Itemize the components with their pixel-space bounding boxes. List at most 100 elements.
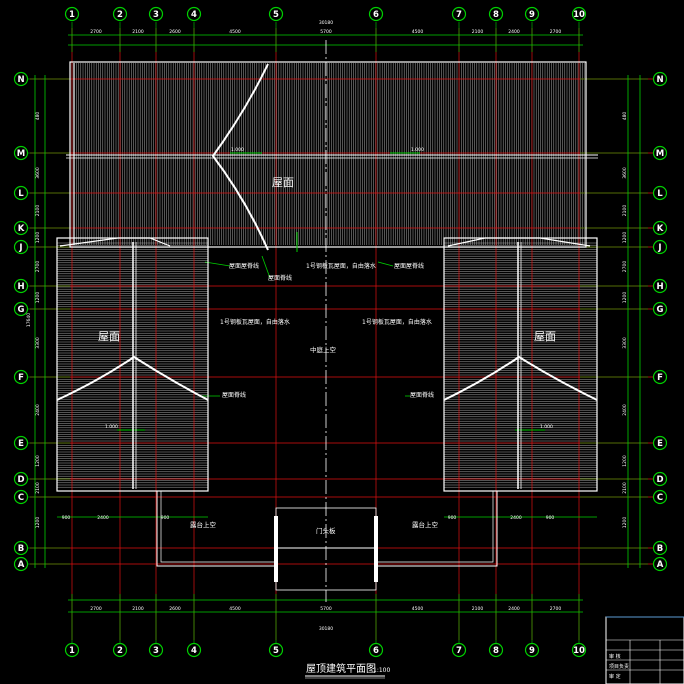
axis-bubble-right-B: B <box>652 540 668 556</box>
axis-bubble-bottom-9: 9 <box>524 642 540 658</box>
axis-bubble-top-5: 5 <box>268 6 284 22</box>
dim-bottom-0: 2700 <box>90 606 102 612</box>
entrance-post-right <box>374 516 378 582</box>
dim-bottom-total: 30180 <box>319 626 333 632</box>
balcony-left-inner <box>160 491 276 563</box>
svg-text:D: D <box>656 475 663 485</box>
green-dimension-lines <box>28 22 648 650</box>
dim-top-2: 2600 <box>169 29 181 35</box>
svg-text:E: E <box>18 439 24 449</box>
title-block-row-2: 项目负责 <box>609 663 629 670</box>
axis-bubble-right-A: A <box>652 556 668 572</box>
dim-top-5: 4500 <box>412 29 424 35</box>
svg-text:L: L <box>657 189 663 199</box>
axis-bubble-top-9: 9 <box>524 6 540 22</box>
axis-bubble-top-1: 1 <box>64 6 80 22</box>
svg-text:B: B <box>657 544 663 554</box>
leader-line-0 <box>204 261 231 267</box>
svg-text:C: C <box>18 493 24 503</box>
axis-bubble-top-2: 2 <box>112 6 128 22</box>
dim-left-9: 2100 <box>35 482 41 494</box>
axis-bubble-left-H: H <box>13 278 29 294</box>
axis-bubble-bottom-10: 10 <box>571 642 587 658</box>
svg-text:M: M <box>17 149 25 159</box>
axis-bubble-top-6: 6 <box>368 6 384 22</box>
svg-text:F: F <box>657 373 663 383</box>
svg-text:6: 6 <box>373 10 379 20</box>
svg-text:4: 4 <box>191 10 197 20</box>
entrance-label: 门头板 <box>316 526 336 535</box>
axis-bubble-right-N: N <box>652 71 668 87</box>
dim-bottom-7: 2400 <box>508 606 520 612</box>
axis-bubble-right-M: M <box>652 145 668 161</box>
balcony-left-label: 露台上空 <box>190 520 217 529</box>
dim-bottom-2: 2600 <box>169 606 181 612</box>
entrance-post-left <box>274 516 278 582</box>
axis-bubble-left-E: E <box>13 435 29 451</box>
svg-text:5: 5 <box>273 646 279 656</box>
axis-bubble-bottom-2: 2 <box>112 642 128 658</box>
valley-curve <box>211 63 269 251</box>
tile-note-right: 1号钢板瓦屋面，自由落水 <box>362 318 432 326</box>
tile-note-center: 1号钢板瓦屋面，自由落水 <box>306 262 376 270</box>
dim-balcony-right-2: 900 <box>546 515 555 521</box>
left-hip-curve <box>56 355 209 401</box>
dim-left-total: 17640 <box>26 313 32 327</box>
tile-note-left: 1号钢板瓦屋面，自由落水 <box>220 318 290 326</box>
dim-left-1: 3600 <box>35 167 41 179</box>
svg-text:H: H <box>17 282 24 292</box>
atrium-label: 中庭上空 <box>310 345 337 354</box>
dim-top-total: 30180 <box>319 20 333 26</box>
right-hip-label: 屋面脊线 <box>410 391 434 399</box>
axis-bubble-left-B: B <box>13 540 29 556</box>
roof-hatching <box>57 63 597 488</box>
axis-bubble-right-C: C <box>652 489 668 505</box>
svg-text:G: G <box>657 305 664 315</box>
main-roof-label: 屋面 <box>272 176 294 189</box>
dim-right-0: 480 <box>622 112 628 121</box>
svg-text:E: E <box>657 439 663 449</box>
svg-text:D: D <box>17 475 24 485</box>
svg-text:K: K <box>18 224 25 234</box>
dim-right-6: 3300 <box>622 337 628 349</box>
dim-bottom-5: 4500 <box>412 606 424 612</box>
svg-text:N: N <box>17 75 24 85</box>
slope-main-right: 1.000 <box>411 147 424 153</box>
dim-right-10: 1200 <box>622 517 628 529</box>
axis-bubble-left-N: N <box>13 71 29 87</box>
ridge-label-left: 屋面屋脊线 <box>229 262 259 270</box>
dim-top-1: 2100 <box>132 29 144 35</box>
dim-right-1: 3600 <box>622 167 628 179</box>
axis-bubble-right-F: F <box>652 369 668 385</box>
dim-bottom-1: 2100 <box>132 606 144 612</box>
right-wing-hatch <box>444 242 597 488</box>
dim-left-0: 480 <box>35 112 41 121</box>
dim-left-10: 1200 <box>35 517 41 529</box>
axis-bubble-left-K: K <box>13 220 29 236</box>
axis-bubble-left-F: F <box>13 369 29 385</box>
svg-text:C: C <box>657 493 663 503</box>
title-block-row-3: 审 定 <box>609 673 621 680</box>
axis-bubble-top-8: 8 <box>488 6 504 22</box>
dim-balcony-left-2: 900 <box>161 515 170 521</box>
dim-top-6: 2100 <box>472 29 484 35</box>
svg-text:M: M <box>656 149 664 159</box>
axis-bubble-top-3: 3 <box>148 6 164 22</box>
dim-balcony-left-1: 2400 <box>97 515 109 521</box>
svg-text:K: K <box>657 224 664 234</box>
axis-bubble-left-G: G <box>13 301 29 317</box>
svg-text:2: 2 <box>117 10 123 20</box>
axis-bubble-left-C: C <box>13 489 29 505</box>
title-block-row-1: 审 核 <box>609 653 621 660</box>
dim-top-8: 2700 <box>550 29 562 35</box>
svg-text:J: J <box>18 243 22 253</box>
balcony-right-inner <box>376 491 494 563</box>
slope-right: 1.000 <box>540 424 553 430</box>
svg-text:A: A <box>657 560 664 570</box>
axis-bubble-right-L: L <box>652 185 668 201</box>
axis-bubble-top-7: 7 <box>451 6 467 22</box>
svg-text:9: 9 <box>529 646 535 656</box>
svg-text:4: 4 <box>191 646 197 656</box>
svg-text:N: N <box>656 75 663 85</box>
